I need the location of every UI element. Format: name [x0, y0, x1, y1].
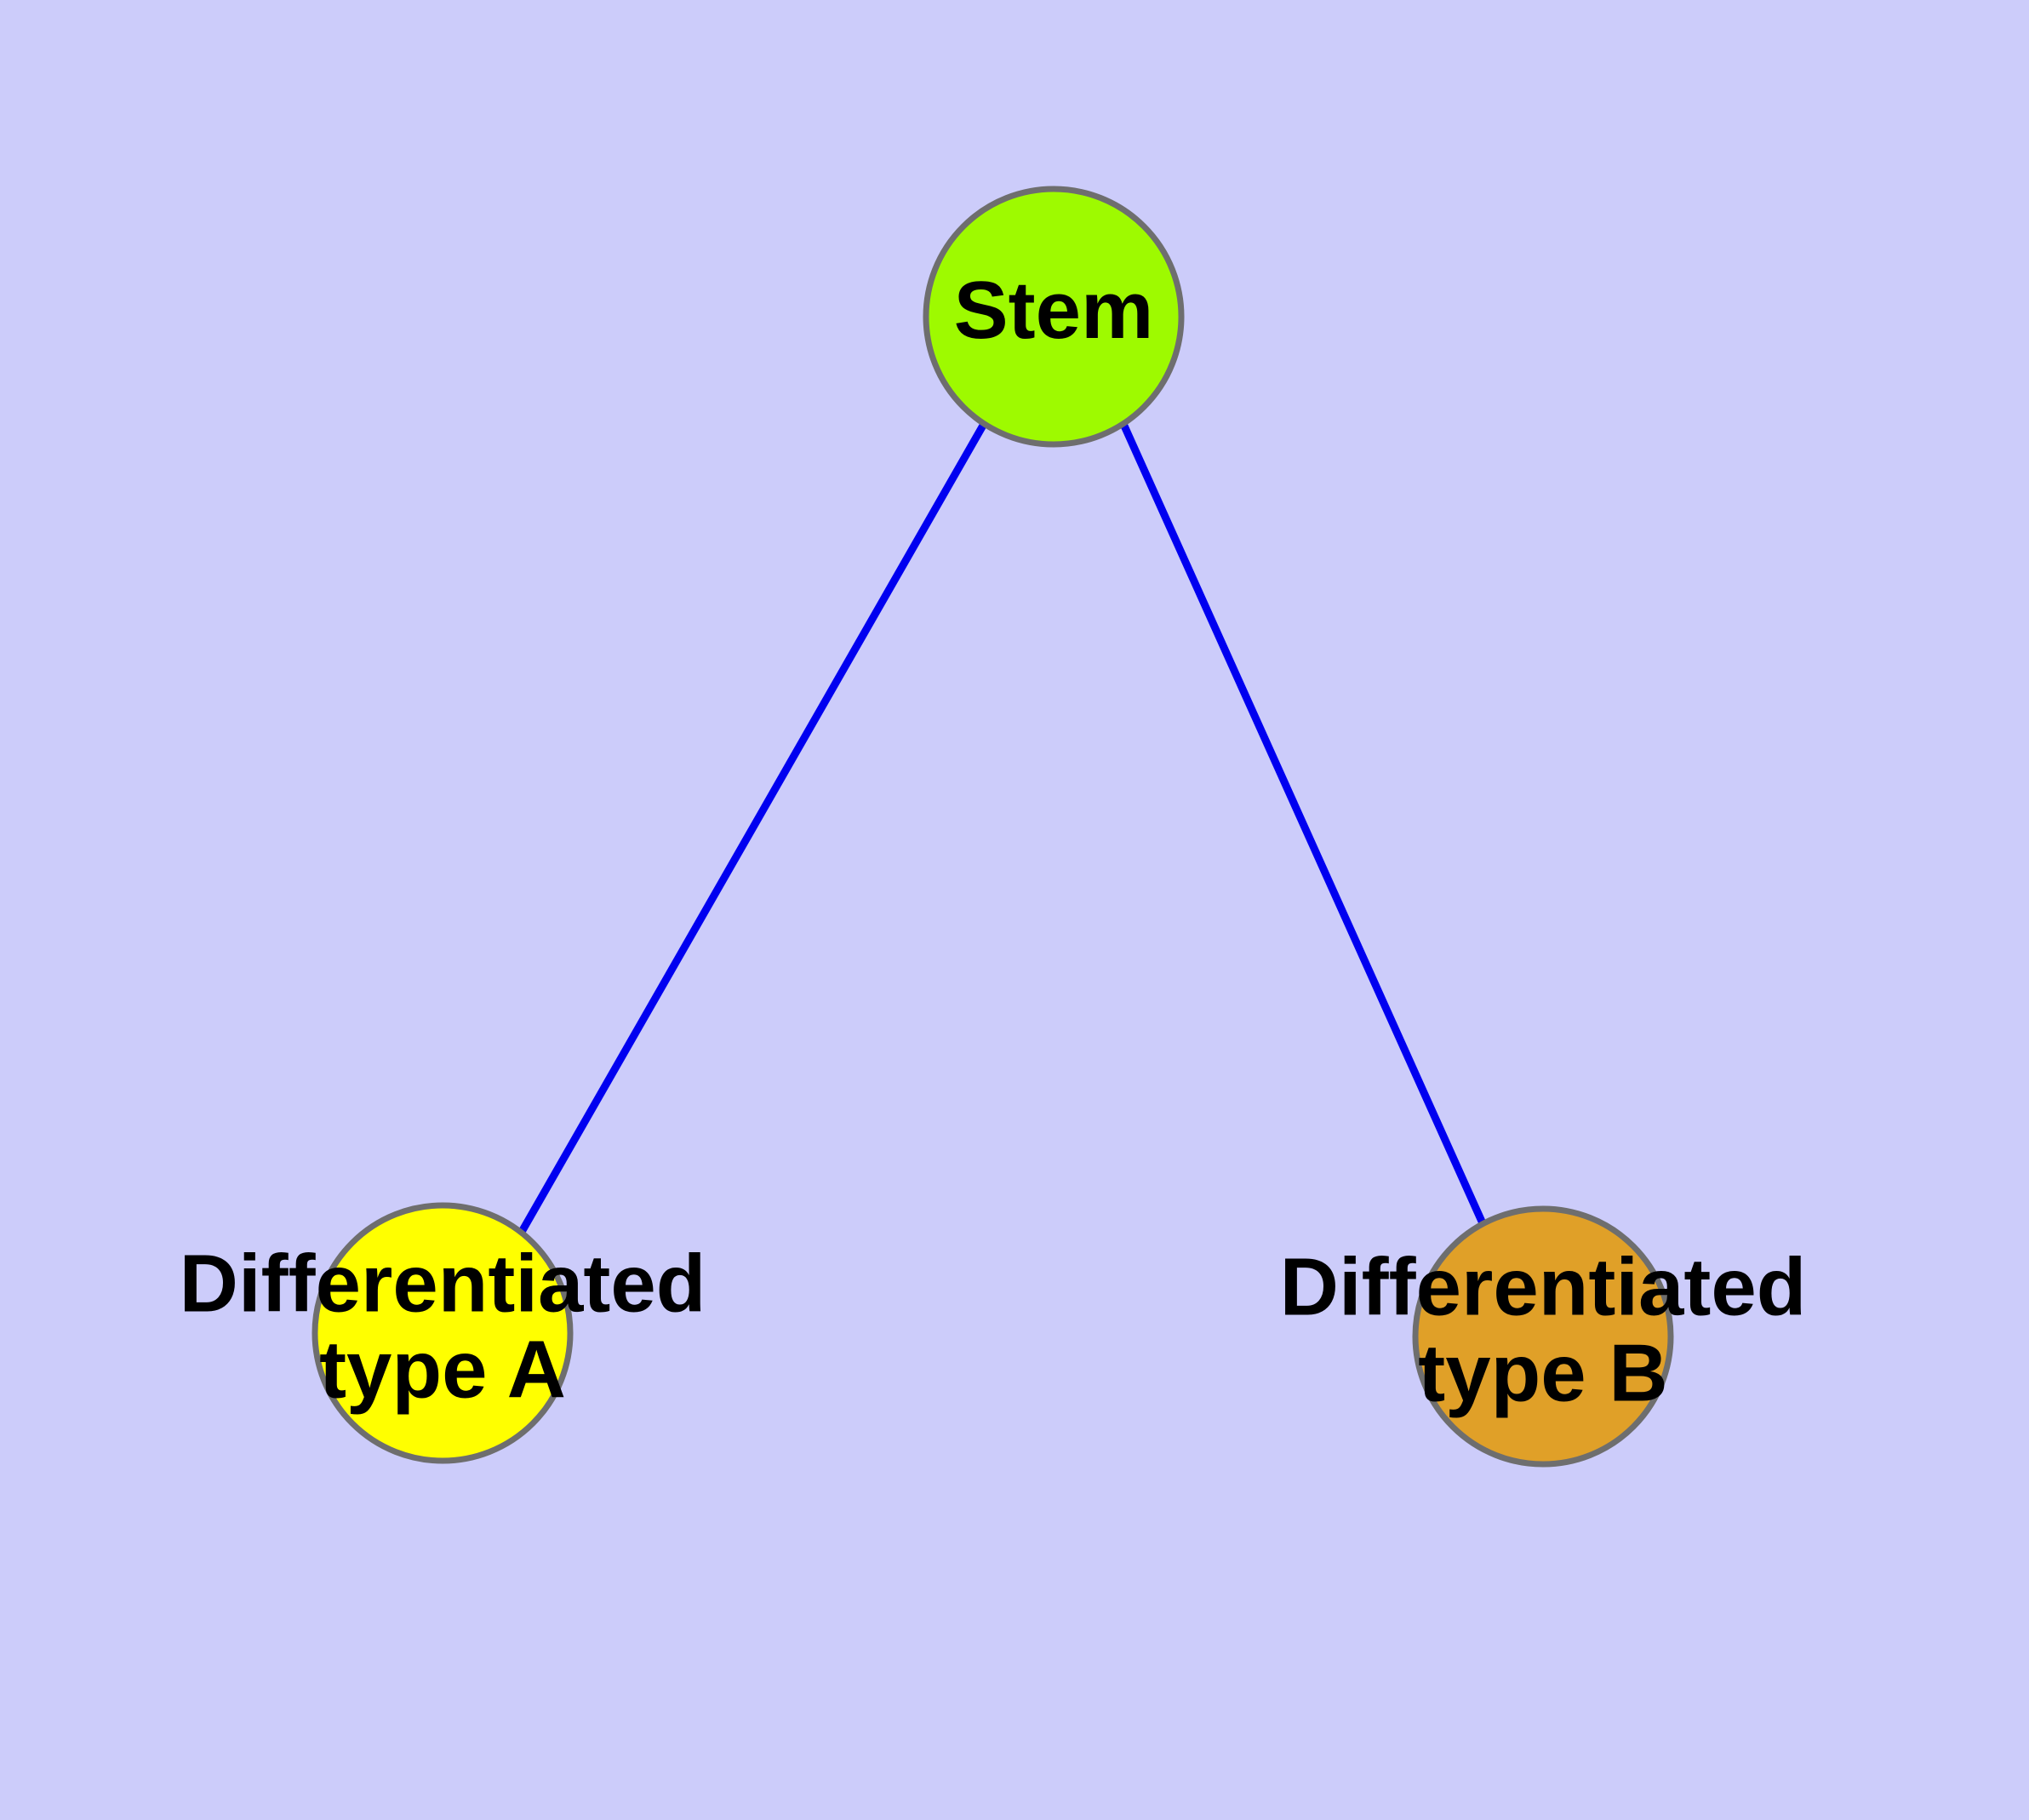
node-label-line: type B: [1418, 1328, 1667, 1419]
edge-stem-diff-a[interactable]: [518, 421, 987, 1234]
node-label-line: Stem: [954, 265, 1154, 356]
node-diff_b[interactable]: [1412, 1205, 1674, 1468]
node-stem[interactable]: [923, 186, 1185, 448]
edges-layer: [518, 421, 1487, 1234]
node-label-stem: Stem: [954, 265, 1154, 356]
node-label-line: Differentiated: [180, 1239, 706, 1330]
nodes-layer: [311, 186, 1674, 1468]
node-label-line: type A: [319, 1325, 566, 1416]
edge-stem-diff-b[interactable]: [1119, 422, 1487, 1225]
node-diff_a[interactable]: [311, 1202, 574, 1464]
node-label-line: Differentiated: [1280, 1242, 1807, 1333]
